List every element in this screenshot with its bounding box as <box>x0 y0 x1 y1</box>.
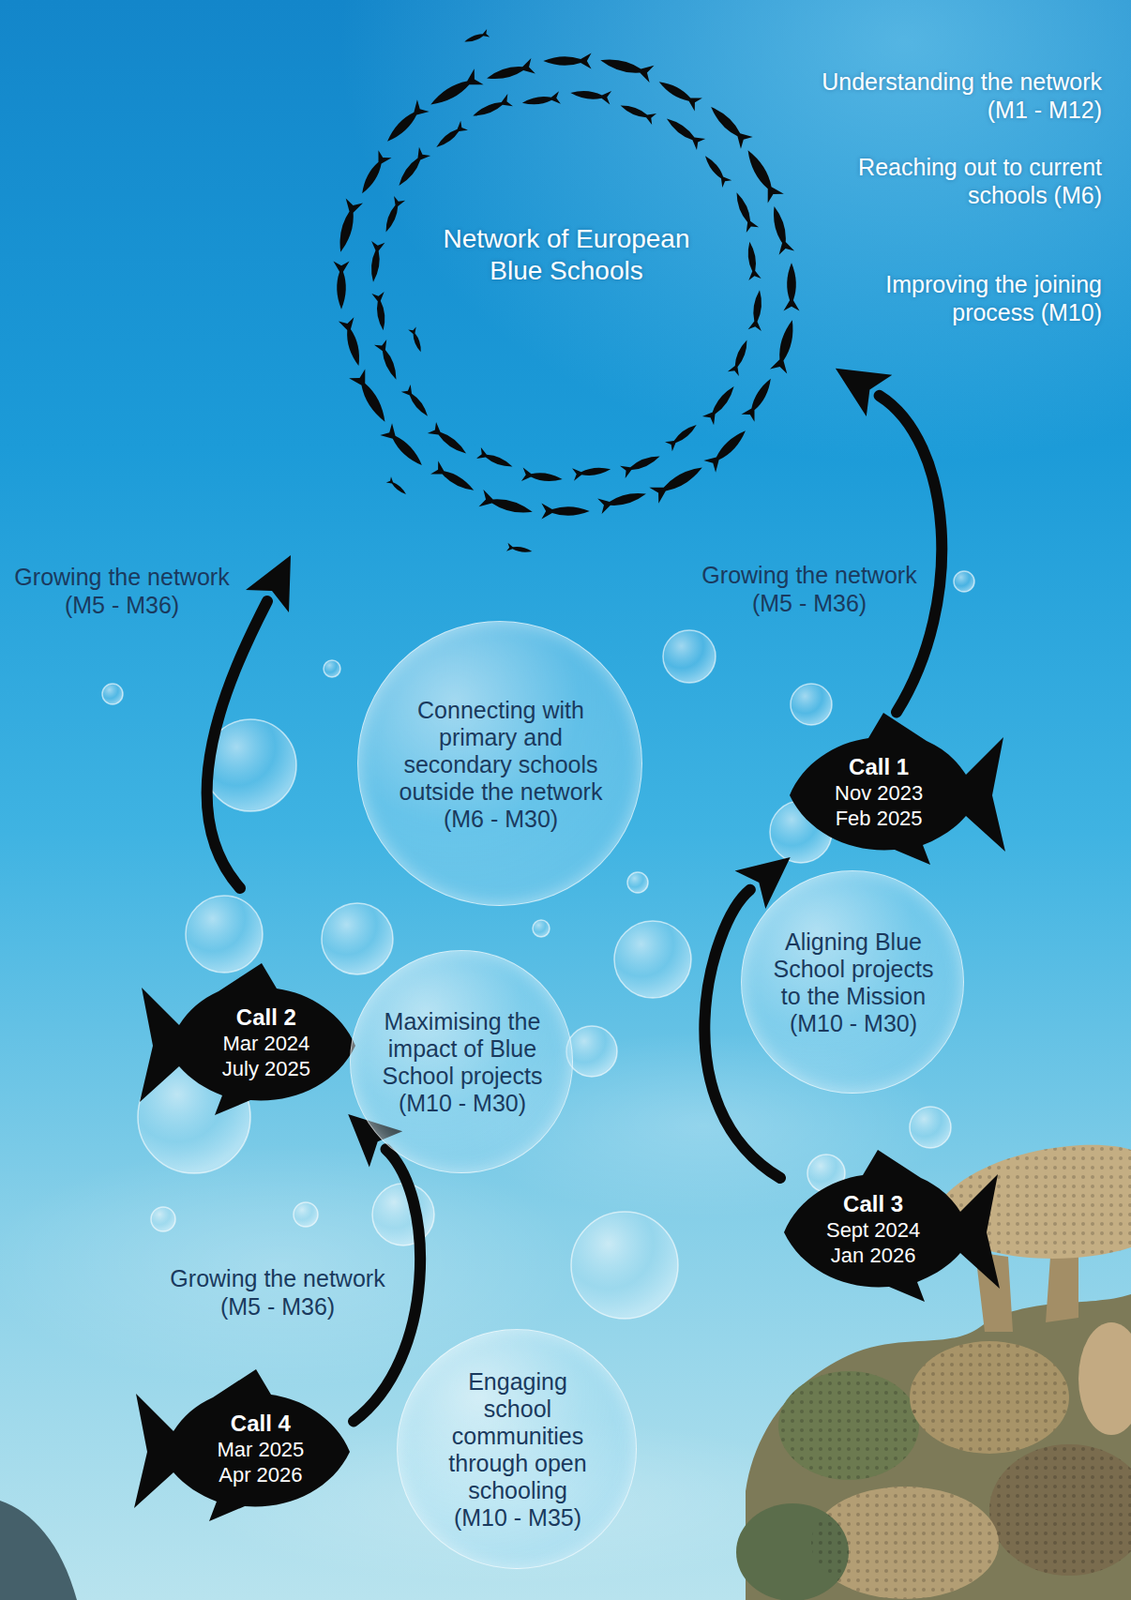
fish-school-part <box>572 262 801 514</box>
node-text: Feb 2025 <box>834 805 923 831</box>
annotation-label: Growing the network (M5 - M36) <box>692 560 927 618</box>
school-fish <box>463 29 490 46</box>
annotation-label: Reaching out to current schools (M6) <box>811 152 1102 210</box>
annotation-label: Growing the network (M5 - M36) <box>4 562 240 619</box>
coral-texture <box>811 1486 999 1599</box>
fish-node: Call 4Mar 2025Apr 2026 <box>132 1365 354 1525</box>
node-text: July 2025 <box>222 1055 311 1082</box>
annotation-label: Understanding the network (M1 - M12) <box>811 67 1102 124</box>
node-text: Maximising the impact of Blue School pro… <box>375 1008 549 1117</box>
node-text: Connecting with primary and secondary sc… <box>391 696 612 833</box>
text-block: Aligning Blue School projects to the Mis… <box>766 928 940 1038</box>
air-bubble <box>571 1211 679 1319</box>
node-text: Call 1 <box>834 753 923 781</box>
text-block: Call 2Mar 2024July 2025 <box>222 1003 311 1082</box>
bubble-node: Connecting with primary and secondary sc… <box>357 620 643 906</box>
text-block: Call 1Nov 2023Feb 2025 <box>834 753 923 831</box>
text-block: Network of European Blue Schools <box>425 223 708 287</box>
node-text: Mar 2024 <box>222 1030 311 1056</box>
air-bubble <box>953 571 975 592</box>
node-text: Call 2 <box>222 1003 311 1031</box>
brain-coral <box>989 1444 1131 1576</box>
fish-school <box>331 29 801 556</box>
node-text: Call 3 <box>826 1190 920 1218</box>
fish-node: Call 2Mar 2024July 2025 <box>137 959 360 1119</box>
text-block: Call 4Mar 2025Apr 2026 <box>216 1409 304 1488</box>
air-bubble <box>790 683 832 725</box>
air-bubble <box>566 1025 618 1077</box>
fish-node: Call 1Nov 2023Feb 2025 <box>785 708 1008 869</box>
air-bubble <box>663 630 716 683</box>
node-text: Engaging school communities through open… <box>443 1368 592 1532</box>
brain-coral <box>811 1486 999 1599</box>
brain-coral <box>1078 1322 1131 1435</box>
brain-coral <box>909 1341 1070 1454</box>
air-bubble <box>150 1206 176 1232</box>
node-text: Aligning Blue School projects to the Mis… <box>766 928 940 1038</box>
air-bubble <box>909 1106 951 1148</box>
bubble-node: Engaging school communities through open… <box>396 1328 637 1569</box>
growth-arrow <box>207 555 291 889</box>
school-fish <box>386 476 409 498</box>
bubble-node: Aligning Blue School projects to the Mis… <box>740 870 965 1094</box>
node-text: Mar 2025 <box>216 1436 304 1463</box>
fish-school-part <box>338 291 590 521</box>
coral-texture <box>989 1444 1131 1576</box>
arrow-connector <box>835 368 942 713</box>
air-bubble <box>323 660 341 678</box>
bubble-node: Maximising the impact of Blue School pro… <box>349 950 574 1174</box>
network-node: Network of European Blue Schools <box>285 4 848 568</box>
node-text: Network of European Blue Schools <box>425 223 708 287</box>
air-bubble <box>627 872 649 893</box>
node-text: Call 4 <box>216 1409 304 1437</box>
air-bubble <box>185 895 263 973</box>
node-text: Nov 2023 <box>834 780 923 806</box>
school-fish <box>407 326 425 353</box>
brain-coral <box>778 1371 920 1480</box>
annotation-label: Improving the joining process (M10) <box>811 270 1102 327</box>
fish-body <box>789 712 1006 865</box>
fish-node: Call 3Sept 2024Jan 2026 <box>780 1146 1002 1306</box>
text-block: Call 3Sept 2024Jan 2026 <box>826 1190 920 1268</box>
air-bubble <box>614 920 692 998</box>
annotation-label: Growing the network (M5 - M36) <box>160 1264 395 1321</box>
air-bubble <box>293 1202 318 1227</box>
coral-reef <box>0 1145 1131 1600</box>
coral-texture <box>909 1341 1070 1454</box>
text-block: Maximising the impact of Blue School pro… <box>375 1008 549 1117</box>
air-bubble <box>372 1183 435 1246</box>
text-block: Connecting with primary and secondary sc… <box>391 696 612 833</box>
arrow-head <box>835 368 892 417</box>
fish-body <box>784 1149 1000 1302</box>
air-bubbles <box>102 571 975 1319</box>
air-bubble <box>532 919 550 937</box>
air-bubble <box>102 683 123 705</box>
node-text: Jan 2026 <box>826 1242 920 1268</box>
rock <box>0 1500 77 1600</box>
surface-glow <box>0 0 1131 845</box>
node-text: Sept 2024 <box>826 1217 920 1243</box>
node-text: Apr 2026 <box>216 1462 304 1488</box>
arrow-shaft <box>879 395 943 713</box>
arrow-shaft <box>207 601 268 889</box>
coral-texture <box>778 1371 920 1480</box>
arrow-head <box>245 555 291 613</box>
air-bubble <box>321 903 393 975</box>
text-block: Engaging school communities through open… <box>443 1368 592 1532</box>
fish-body <box>134 1369 350 1522</box>
school-fish <box>506 542 533 557</box>
fish-body <box>139 963 356 1116</box>
